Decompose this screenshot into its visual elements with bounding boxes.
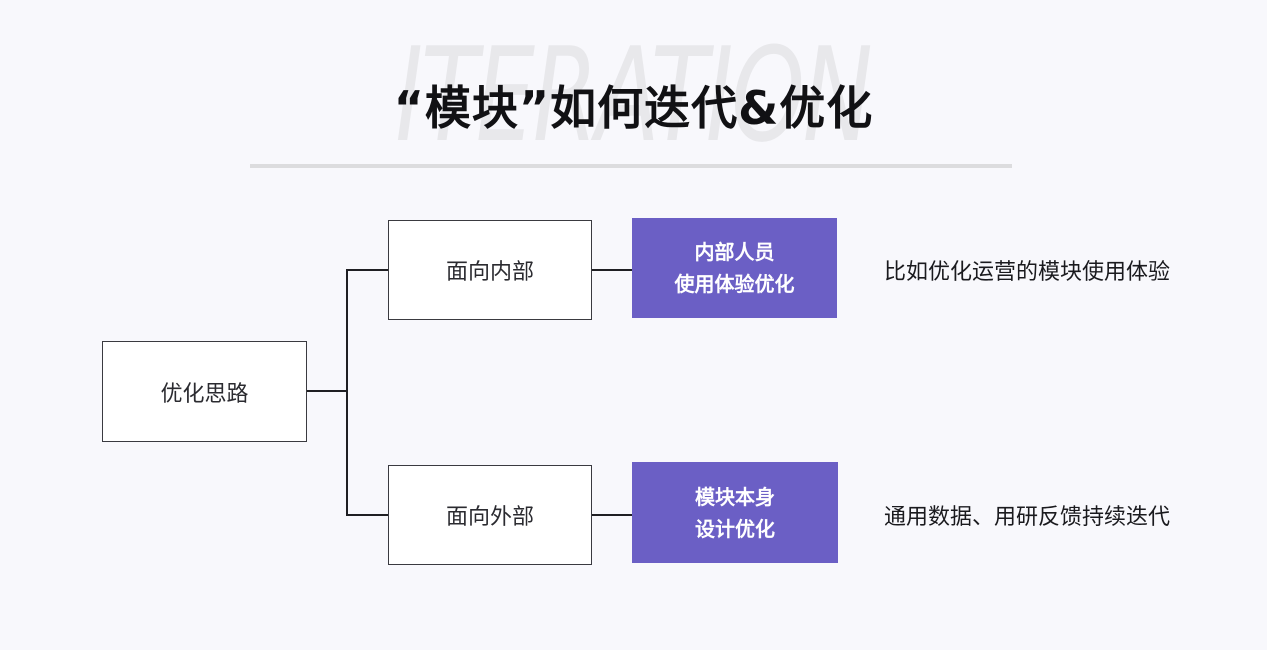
result-node-internal-line1: 内部人员 xyxy=(694,240,775,264)
connector-trunk-vertical xyxy=(346,269,348,516)
branch-node-internal: 面向内部 xyxy=(388,220,592,320)
branch-node-internal-label: 面向内部 xyxy=(445,260,534,285)
connector-internal-to-result xyxy=(592,269,632,271)
connector-trunk-to-internal xyxy=(348,269,388,271)
branch-node-external-label: 面向外部 xyxy=(445,505,534,530)
connector-trunk-to-external xyxy=(348,514,388,516)
root-node-label: 优化思路 xyxy=(160,381,249,407)
connector-root-to-trunk xyxy=(307,390,348,392)
note-external: 通用数据、用研反馈持续迭代 xyxy=(884,505,1171,530)
result-node-external: 模块本身 设计优化 xyxy=(632,462,838,563)
note-internal: 比如优化运营的模块使用体验 xyxy=(884,260,1171,285)
watermark-text: ITERATION xyxy=(395,19,872,171)
result-node-internal: 内部人员 使用体验优化 xyxy=(632,218,837,318)
connector-external-to-result xyxy=(592,514,632,516)
result-node-internal-line2: 使用体验优化 xyxy=(674,272,795,296)
title-divider xyxy=(250,164,1012,168)
result-node-external-line2: 设计优化 xyxy=(695,516,775,541)
page-title: “模块”如何迭代&优化 xyxy=(393,81,874,135)
branch-node-external: 面向外部 xyxy=(388,465,592,565)
root-node: 优化思路 xyxy=(102,341,307,442)
result-node-external-line1: 模块本身 xyxy=(695,484,775,509)
